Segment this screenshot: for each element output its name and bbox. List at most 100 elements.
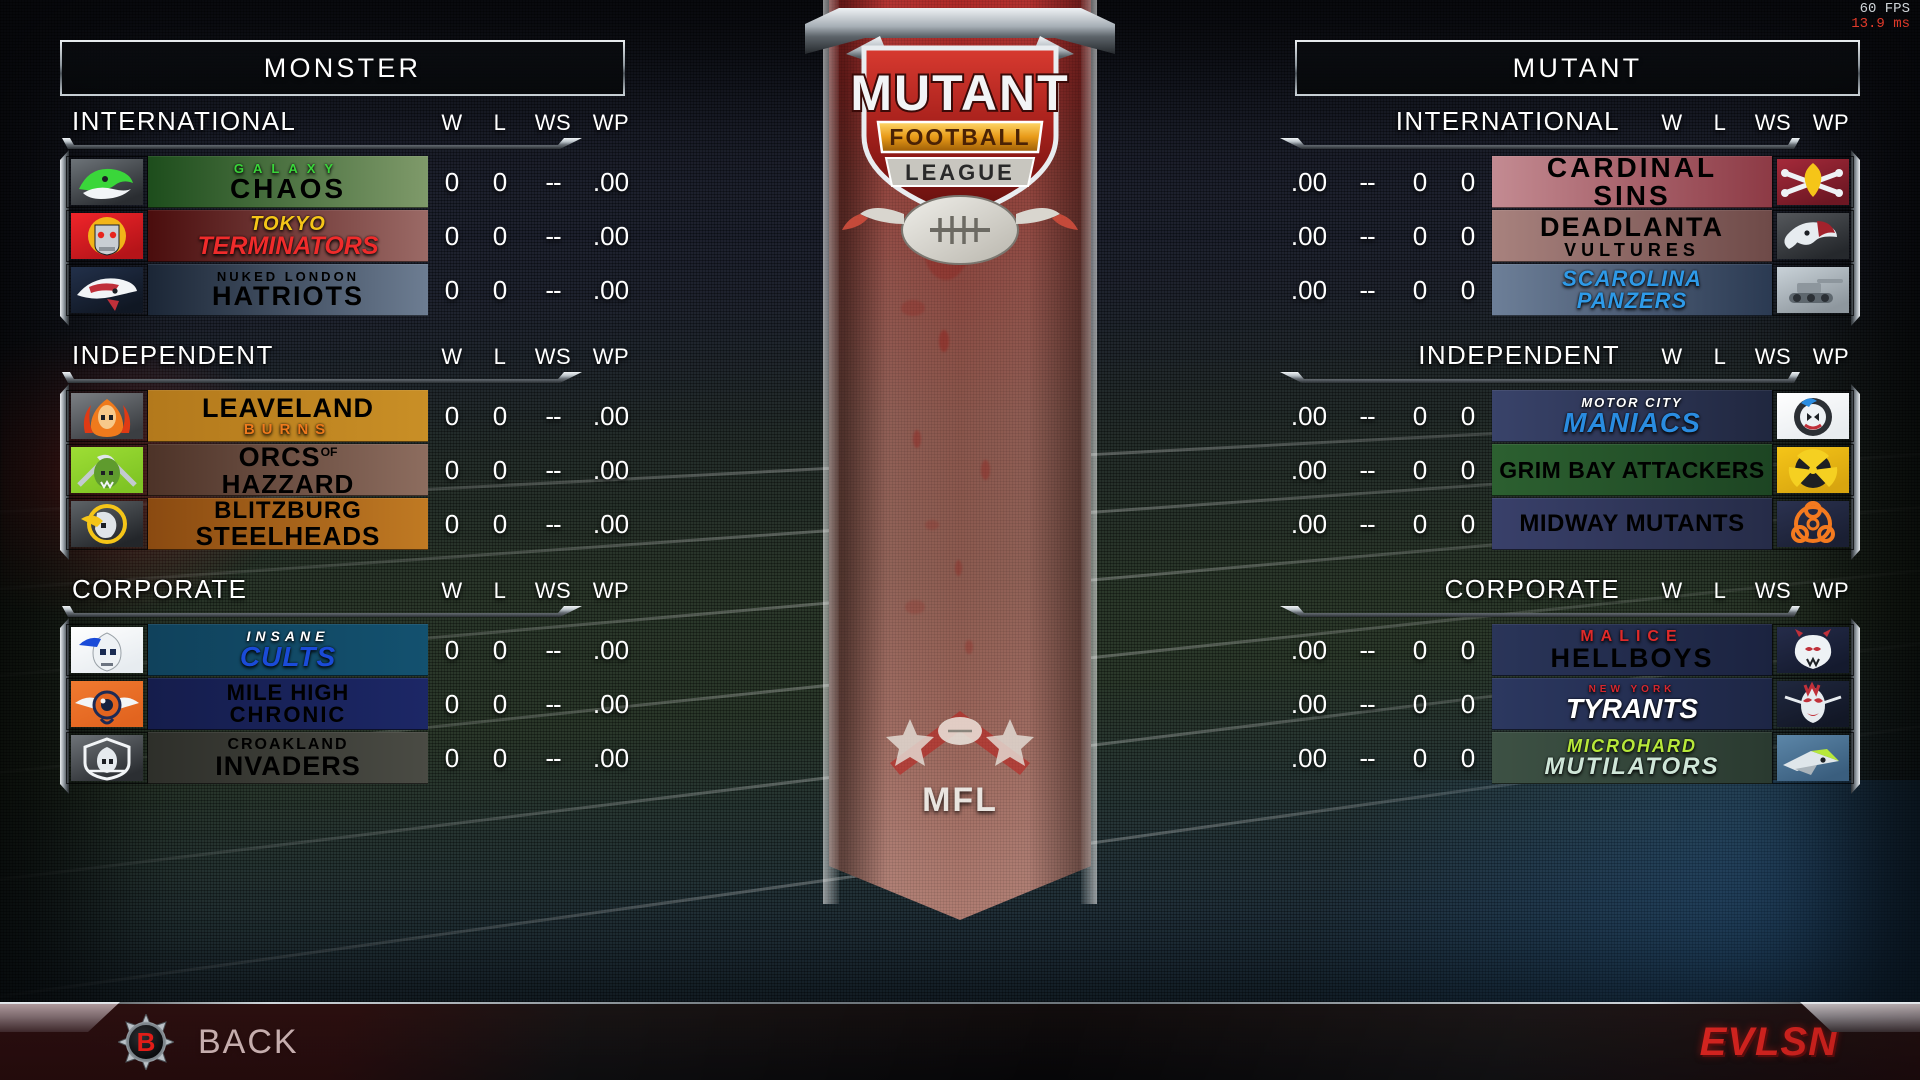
stat-w: 0 xyxy=(1460,454,1476,485)
banner-edge-right xyxy=(1081,0,1097,904)
team-city: SCAROLINA xyxy=(1562,266,1702,291)
performance-overlay: 60 FPS 13.9 ms xyxy=(1851,2,1910,32)
team-city: MILE HIGH xyxy=(226,680,350,705)
stat-ws: -- xyxy=(545,688,561,719)
stat-ws: -- xyxy=(545,220,561,251)
banner-edge-left xyxy=(823,0,839,904)
team-name: MANIACS xyxy=(1563,406,1701,438)
tab-mutant-label: MUTANT xyxy=(1512,52,1643,83)
stat-l: 0 xyxy=(1412,634,1428,665)
stat-ws: -- xyxy=(545,454,561,485)
skull-colt-logo xyxy=(66,624,148,676)
stat-header-l: L xyxy=(493,344,507,369)
mfl-bottom-mark: MFL xyxy=(870,701,1050,820)
stat-header-w: W xyxy=(1661,344,1683,369)
stat-header-w: W xyxy=(441,578,463,603)
biohazard-logo xyxy=(1772,498,1854,550)
viking-skull-logo xyxy=(66,498,148,550)
mfl-crest-icon: MUTANT FOOTBALL LEAGUE xyxy=(842,36,1078,265)
back-label[interactable]: BACK xyxy=(198,1022,299,1061)
stat-w: 0 xyxy=(444,742,460,773)
team-name: MIDWAY MUTANTS xyxy=(1519,510,1745,537)
stat-l: 0 xyxy=(492,742,508,773)
stat-wp: .00 xyxy=(1290,634,1328,665)
team-city: NUKED LONDON xyxy=(216,269,360,284)
cardinal-bones-logo xyxy=(1772,156,1854,208)
stat-l: 0 xyxy=(492,274,508,305)
back-key-circle: B xyxy=(127,1023,165,1061)
team-name: GRIM BAY ATTACKERS xyxy=(1499,456,1765,483)
stat-l: 0 xyxy=(1412,508,1428,539)
mfl-stars-icon xyxy=(870,701,1050,781)
back-key-letter: B xyxy=(136,1027,156,1057)
stat-w: 0 xyxy=(444,274,460,305)
stat-w: 0 xyxy=(1460,634,1476,665)
tab-mutant-conference[interactable]: MUTANT xyxy=(1295,40,1860,96)
stat-l: 0 xyxy=(1412,742,1428,773)
stat-header-l: L xyxy=(493,578,507,603)
division-title: INDEPENDENT xyxy=(1418,340,1620,370)
stat-ws: -- xyxy=(1359,400,1375,431)
stat-wp: .00 xyxy=(592,508,630,539)
stat-header-wp: WP xyxy=(1812,110,1850,135)
stat-wp: .00 xyxy=(592,400,630,431)
stat-ws: -- xyxy=(1359,454,1375,485)
tab-monster-conference[interactable]: MONSTER xyxy=(60,40,625,96)
division-divider xyxy=(1280,138,1800,149)
stat-w: 0 xyxy=(1460,688,1476,719)
stat-wp: .00 xyxy=(1290,220,1328,251)
radiation-logo xyxy=(1772,444,1854,496)
stat-ws: -- xyxy=(545,274,561,305)
stat-ws: -- xyxy=(545,742,561,773)
team-city: DEADLANTA xyxy=(1540,211,1724,242)
stat-header-w: W xyxy=(441,344,463,369)
team-name: MUTILATORS xyxy=(1544,753,1720,780)
stat-ws: -- xyxy=(1359,220,1375,251)
back-button-key[interactable]: B xyxy=(116,1012,176,1072)
team-name: TYRANTS xyxy=(1565,693,1699,724)
stat-ws: -- xyxy=(1359,688,1375,719)
division-title: INDEPENDENT xyxy=(72,340,274,370)
stat-wp: .00 xyxy=(592,166,630,197)
stat-header-w: W xyxy=(1661,578,1683,603)
stat-w: 0 xyxy=(1460,508,1476,539)
stat-header-ws: WS xyxy=(534,110,572,135)
stat-header-ws: WS xyxy=(1754,578,1792,603)
shield-skull-logo xyxy=(66,732,148,784)
stat-wp: .00 xyxy=(1290,400,1328,431)
